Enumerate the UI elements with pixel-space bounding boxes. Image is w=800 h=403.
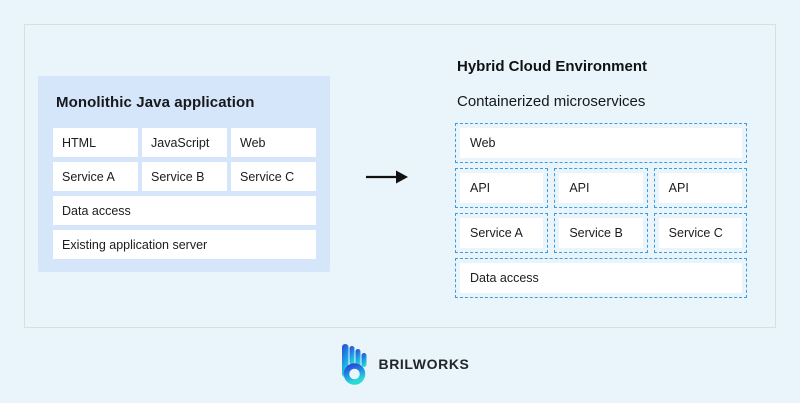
micro-cell-data-access: Data access bbox=[460, 263, 742, 293]
micro-row-api: API API API bbox=[455, 168, 747, 208]
micro-container-service-c: Service C bbox=[653, 213, 747, 253]
micro-cell-api-1: API bbox=[460, 173, 544, 203]
monolith-cell-web: Web bbox=[231, 128, 316, 157]
micro-container-service-a: Service A bbox=[455, 213, 549, 253]
monolith-cell-data-access: Data access bbox=[53, 196, 316, 225]
monolith-cell-javascript: JavaScript bbox=[142, 128, 227, 157]
footer-brand: BRILWORKS bbox=[0, 342, 800, 386]
monolith-cell-html: HTML bbox=[53, 128, 138, 157]
monolith-cell-service-c: Service C bbox=[231, 162, 316, 191]
monolith-row-services: Service A Service B Service C bbox=[53, 162, 316, 191]
monolith-row-data: Data access bbox=[53, 196, 316, 225]
micro-cell-web: Web bbox=[460, 128, 742, 158]
brand-name: BRILWORKS bbox=[378, 356, 470, 372]
monolith-cell-app-server: Existing application server bbox=[53, 230, 316, 259]
micro-container-api-1: API bbox=[455, 168, 549, 208]
micro-container-data: Data access bbox=[455, 258, 747, 298]
micro-cell-service-a: Service A bbox=[460, 218, 544, 248]
monolith-panel: Monolithic Java application HTML JavaScr… bbox=[38, 76, 330, 272]
microservices-grid: Web API API API Service A Service B Serv… bbox=[455, 123, 747, 298]
micro-row-services: Service A Service B Service C bbox=[455, 213, 747, 253]
monolith-grid: HTML JavaScript Web Service A Service B … bbox=[53, 128, 316, 259]
monolith-row-frontend: HTML JavaScript Web bbox=[53, 128, 316, 157]
monolith-cell-service-a: Service A bbox=[53, 162, 138, 191]
cloud-title: Hybrid Cloud Environment bbox=[457, 58, 648, 75]
micro-row-web: Web bbox=[455, 123, 747, 163]
micro-container-api-3: API bbox=[653, 168, 747, 208]
diagram-frame bbox=[24, 24, 776, 328]
micro-cell-api-2: API bbox=[559, 173, 643, 203]
cloud-subtitle: Containerized microservices bbox=[457, 93, 646, 110]
brilworks-logo-icon bbox=[341, 344, 367, 385]
micro-cell-api-3: API bbox=[658, 173, 742, 203]
monolith-cell-service-b: Service B bbox=[142, 162, 227, 191]
monolith-title: Monolithic Java application bbox=[56, 94, 255, 111]
arrow-right-icon bbox=[366, 170, 408, 184]
monolith-row-server: Existing application server bbox=[53, 230, 316, 259]
micro-container-web: Web bbox=[455, 123, 747, 163]
micro-cell-service-c: Service C bbox=[658, 218, 742, 248]
micro-container-api-2: API bbox=[554, 168, 648, 208]
micro-row-data: Data access bbox=[455, 258, 747, 298]
micro-cell-service-b: Service B bbox=[559, 218, 643, 248]
micro-container-service-b: Service B bbox=[554, 213, 648, 253]
